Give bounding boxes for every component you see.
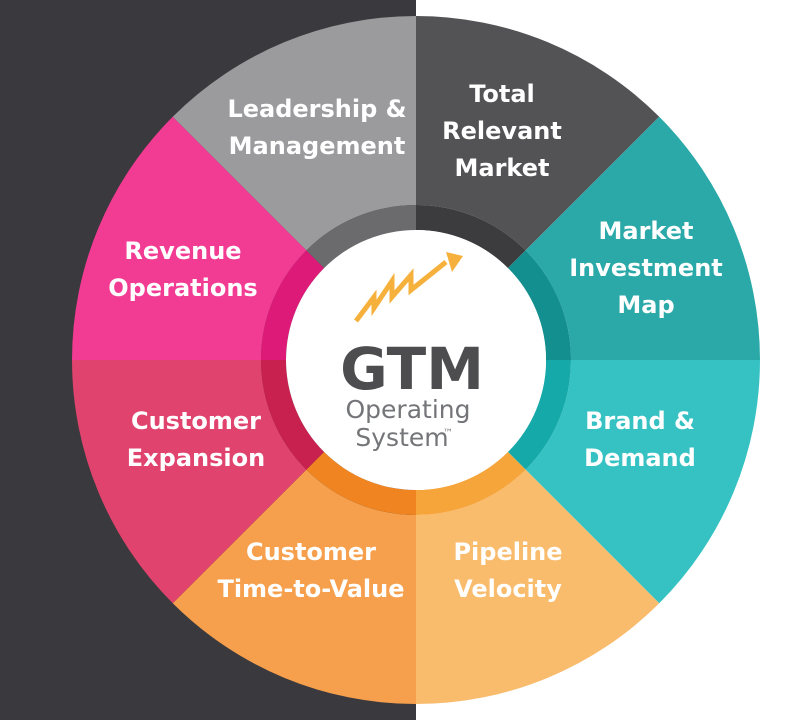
label-revenue-operations-line2: Operations — [108, 274, 257, 302]
segment-customer-expansion — [72, 116, 307, 360]
label-total-relevant-market-line3: Market — [455, 154, 550, 182]
label-customer-time-to-value-line2: Time-to-Value — [217, 575, 404, 603]
label-total-relevant-market-line2: Relevant — [442, 117, 562, 145]
label-market-investment-map-line3: Map — [617, 291, 674, 319]
center-circle — [286, 230, 546, 490]
inner-ring — [261, 205, 571, 515]
segment-inner-customer-time-to-value — [261, 360, 325, 470]
segment-brand-demand — [416, 469, 660, 704]
segment-total-relevant-market — [525, 116, 760, 360]
segment-labels: Leadership & Management TotalRelevantMarke… — [108, 80, 723, 603]
segment-inner-brand-demand — [416, 451, 526, 515]
segment-inner-total-relevant-market — [507, 250, 571, 360]
segment-revenue-operations — [172, 16, 416, 251]
segment-market-investment-map — [525, 360, 760, 604]
label-customer-expansion-line1: Customer — [131, 407, 261, 435]
label-leadership-line1: Leadership & — [227, 95, 406, 123]
label-revenue-operations-line1: Revenue — [124, 237, 241, 265]
label-market-investment-map-line2: Investment — [569, 254, 723, 282]
center-subtitle-line2: System — [355, 423, 448, 452]
growth-arrow-icon — [354, 252, 463, 323]
label-brand-demand-line1: Brand & — [585, 407, 695, 435]
label-leadership-line2: Management — [229, 132, 406, 160]
center-subtitle-line1: Operating — [346, 395, 471, 424]
segment-customer-time-to-value — [72, 360, 307, 604]
segment-leadership — [416, 16, 660, 251]
label-pipeline-velocity-line1: Pipeline — [453, 538, 562, 566]
center-title: GTM — [340, 335, 484, 403]
label-market-investment-map-line1: Market — [599, 217, 694, 245]
label-brand-demand-line2: Demand — [584, 444, 696, 472]
label-customer-time-to-value-line1: Customer — [246, 538, 376, 566]
segment-inner-leadership — [416, 205, 526, 269]
segment-inner-pipeline-velocity — [306, 451, 416, 515]
label-customer-expansion-line2: Expansion — [127, 444, 265, 472]
segment-inner-revenue-operations — [306, 205, 416, 269]
segment-inner-market-investment-map — [507, 360, 571, 470]
label-pipeline-velocity-line2: Velocity — [454, 575, 562, 603]
trademark-symbol: ™ — [443, 428, 453, 439]
segment-pipeline-velocity — [172, 469, 416, 704]
outer-ring — [72, 16, 760, 704]
segment-inner-customer-expansion — [261, 250, 325, 360]
label-total-relevant-market-line1: Total — [469, 80, 535, 108]
